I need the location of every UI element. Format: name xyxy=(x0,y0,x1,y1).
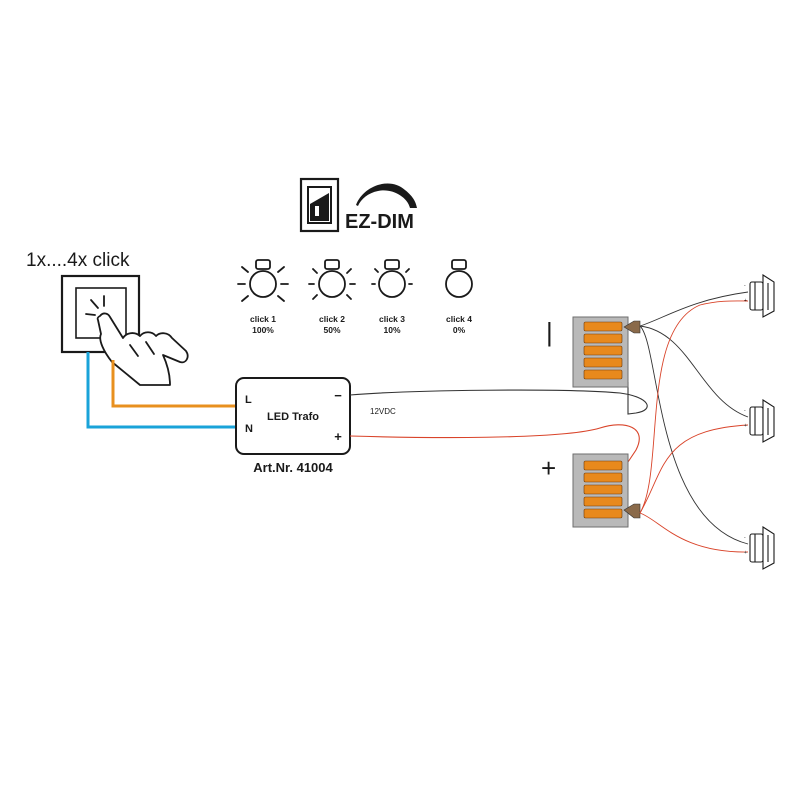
hand-pointer-icon xyxy=(85,295,189,386)
negative-lever-connector xyxy=(572,316,641,388)
brand-name: EZ-DIM xyxy=(345,211,414,233)
led-spot-2 xyxy=(749,398,775,443)
terminal-l-label: L xyxy=(245,394,252,406)
step-3-label: click 3 xyxy=(379,314,405,324)
step-4-label: click 4 xyxy=(446,314,472,324)
lamp-100-icon xyxy=(237,259,289,302)
click-instruction: 1x....4x click xyxy=(26,250,130,271)
positive-lever-connector xyxy=(572,453,641,528)
spot-negative-wires xyxy=(639,291,749,545)
spot-positive-wires xyxy=(639,300,749,553)
live-wire xyxy=(111,360,236,408)
spot-1-minus: - xyxy=(744,283,746,289)
step-2-value: 50% xyxy=(323,325,340,335)
dc-negative-wire xyxy=(349,382,648,415)
article-number: Art.Nr. 41004 xyxy=(253,460,333,475)
step-4-value: 0% xyxy=(453,325,466,335)
spot-3-minus: - xyxy=(744,535,746,541)
lamp-50-icon xyxy=(308,259,356,300)
step-1-label: click 1 xyxy=(250,314,276,324)
terminal-n-label: N xyxy=(245,423,253,435)
rocker-switch-icon xyxy=(299,177,340,233)
spot-2-minus: - xyxy=(744,408,746,414)
step-3-value: 10% xyxy=(383,325,400,335)
spot-3-plus: + xyxy=(744,550,747,556)
neutral-wire xyxy=(86,352,236,429)
lamp-0-icon xyxy=(445,259,473,298)
led-transformer: L N LED Trafo − + xyxy=(235,377,351,455)
output-voltage: 12VDC xyxy=(370,407,396,416)
dc-positive-wire xyxy=(349,424,640,463)
transformer-name: LED Trafo xyxy=(267,411,319,423)
led-spot-1 xyxy=(749,273,775,318)
step-1-value: 100% xyxy=(252,325,274,335)
negative-connector-label: | xyxy=(546,317,553,347)
led-spot-3 xyxy=(749,525,775,570)
lamp-10-icon xyxy=(371,259,413,298)
spot-1-plus: + xyxy=(744,298,747,304)
terminal-minus-label: − xyxy=(334,388,342,403)
dimmer-arc-icon xyxy=(356,183,417,208)
spot-2-plus: + xyxy=(744,423,747,429)
positive-connector-label: + xyxy=(541,453,556,483)
terminal-plus-label: + xyxy=(334,429,342,444)
step-2-label: click 2 xyxy=(319,314,345,324)
